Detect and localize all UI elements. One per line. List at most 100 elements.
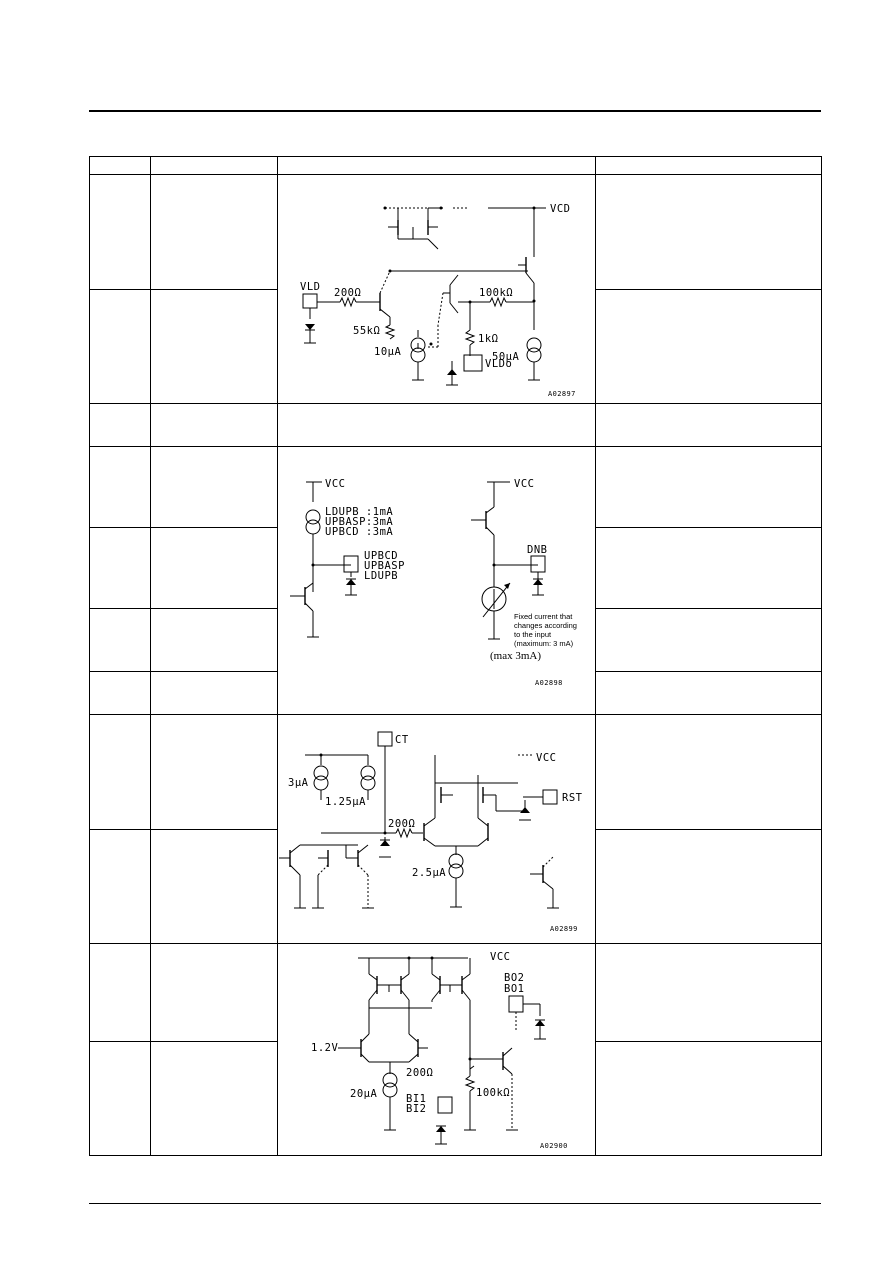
description-cell xyxy=(595,829,822,944)
circuit-label: UPBASP xyxy=(364,560,405,572)
pin-no-cell xyxy=(89,527,151,609)
circuit-label: VCD xyxy=(550,203,570,215)
pin-no-cell xyxy=(89,829,151,944)
pin-name-cell xyxy=(150,527,278,609)
pin-no-cell xyxy=(89,943,151,1042)
schematic-upb-dnb-circuit: VCC LDUPB :1mA UPBASP:3mA UPBCD :3mA UPB… xyxy=(290,478,577,687)
circuit-label: VCC xyxy=(325,478,345,490)
header-cell xyxy=(595,156,822,175)
table-row: VCD VLD 200Ω 55kΩ 10μA 100kΩ 1kΩ 50μA VL… xyxy=(89,174,822,404)
circuit-label: 20μA xyxy=(350,1088,377,1100)
note-line: Fixed current that xyxy=(514,612,573,621)
figure-code: A02897 xyxy=(548,390,576,398)
circuit-label: 10μA xyxy=(374,346,401,358)
circuit-label: 50μA xyxy=(492,351,519,363)
pin-name-cell xyxy=(150,714,278,830)
schematic-bo-bi-circuit: VCC BO2 BO1 1.2V 200Ω 20μA BI1 BI2 100kΩ… xyxy=(311,951,568,1150)
pin-no-cell xyxy=(89,714,151,830)
description-cell xyxy=(595,943,822,1042)
pin-name-cell xyxy=(150,943,278,1042)
circuit-label: UPBASP:3mA xyxy=(325,516,393,528)
vld-pin-box xyxy=(302,293,318,309)
bi-pin-box xyxy=(437,1096,453,1114)
circuit-label: 200Ω xyxy=(406,1067,433,1079)
table-row: CT VCC 3μA 1.25μA 200Ω RST 2.5μA A02899 xyxy=(89,714,822,944)
table-row xyxy=(89,608,822,672)
note-line: to the input xyxy=(514,630,552,639)
pin-no-cell xyxy=(89,289,151,404)
pin-name-cell xyxy=(150,403,278,447)
pin-name-cell xyxy=(150,608,278,672)
circuit-label: DNB xyxy=(527,544,547,556)
circuit-label: VCC xyxy=(536,752,556,764)
circuit-label: BO1 xyxy=(504,983,524,995)
description-cell xyxy=(595,671,822,715)
schematic-cell: VCC LDUPB :1mA UPBASP:3mA UPBCD :3mA UPB… xyxy=(277,446,596,715)
schematic-ct-rst-circuit: CT VCC 3μA 1.25μA 200Ω RST 2.5μA A02899 xyxy=(279,731,582,933)
ct-pin-box xyxy=(377,731,393,747)
table-row xyxy=(89,671,822,715)
description-cell xyxy=(595,1041,822,1156)
note-line: changes according xyxy=(514,621,577,630)
figure-code: A02899 xyxy=(550,925,578,933)
header-rule xyxy=(89,110,821,112)
upb-pin-box xyxy=(343,555,359,573)
pin-name-cell xyxy=(150,829,278,944)
header-cell xyxy=(277,156,596,175)
pin-name-cell xyxy=(150,1041,278,1156)
pin-no-cell xyxy=(89,403,151,447)
pin-name-cell xyxy=(150,289,278,404)
description-cell xyxy=(595,714,822,830)
circuit-label: LDUPB xyxy=(364,570,398,582)
figure-code: A02898 xyxy=(535,679,563,687)
circuit-label: VCC xyxy=(490,951,510,963)
description-cell xyxy=(595,289,822,404)
schematic-vld-circuit: VCD VLD 200Ω 55kΩ 10μA 100kΩ 1kΩ 50μA VL… xyxy=(300,203,576,398)
table-header-row xyxy=(89,156,822,175)
circuit-label: VLD xyxy=(300,281,320,293)
circuit-label: 1.25μA xyxy=(325,796,366,808)
circuit-label: 200Ω xyxy=(334,287,361,299)
rst-pin-box xyxy=(542,789,558,805)
table-row xyxy=(89,289,822,404)
description-cell xyxy=(595,174,822,290)
table-row: VCC BO2 BO1 1.2V 200Ω 20μA BI1 BI2 100kΩ… xyxy=(89,943,822,1156)
pin-no-cell xyxy=(89,1041,151,1156)
note-line: (maximum: 3 mA) xyxy=(514,639,574,648)
circuit-label: BO2 xyxy=(504,972,524,984)
header-cell xyxy=(150,156,278,175)
pin-no-cell xyxy=(89,446,151,528)
figure-code: A02900 xyxy=(540,1142,568,1150)
dnb-pin-box xyxy=(530,555,546,573)
table-row xyxy=(89,1041,822,1156)
description-cell xyxy=(595,403,822,447)
description-cell xyxy=(595,608,822,672)
circuit-label: BI2 xyxy=(406,1103,426,1115)
pin-name-cell xyxy=(150,446,278,528)
circuit-label: BI1 xyxy=(406,1093,426,1105)
pin-equivalent-circuit-table: VCD VLD 200Ω 55kΩ 10μA 100kΩ 1kΩ 50μA VL… xyxy=(89,156,822,1156)
circuit-label: CT xyxy=(395,734,409,746)
pin-name-cell xyxy=(150,174,278,290)
schematic-cell: VCC BO2 BO1 1.2V 200Ω 20μA BI1 BI2 100kΩ… xyxy=(277,943,596,1156)
pin-name-cell xyxy=(150,671,278,715)
circuit-label: UPBCD :3mA xyxy=(325,526,393,538)
circuit-label: LDUPB :1mA xyxy=(325,506,393,518)
circuit-label: VLDo xyxy=(485,358,512,370)
circuit-label: 100kΩ xyxy=(476,1087,510,1099)
vldo-pin-box xyxy=(463,354,483,372)
circuit-label: 1.2V xyxy=(311,1042,338,1054)
note-line: (max 3mA) xyxy=(490,650,541,662)
bo-pin-box xyxy=(508,995,524,1013)
schematic-cell xyxy=(277,403,596,447)
table-row xyxy=(89,527,822,609)
circuit-label: 55kΩ xyxy=(353,325,380,337)
table-row xyxy=(89,403,822,447)
description-cell xyxy=(595,527,822,609)
footer-rule xyxy=(89,1203,821,1204)
circuit-label: UPBCD xyxy=(364,550,398,562)
pin-no-cell xyxy=(89,671,151,715)
pin-no-cell xyxy=(89,174,151,290)
description-cell xyxy=(595,446,822,528)
circuit-label: 3μA xyxy=(288,777,309,789)
